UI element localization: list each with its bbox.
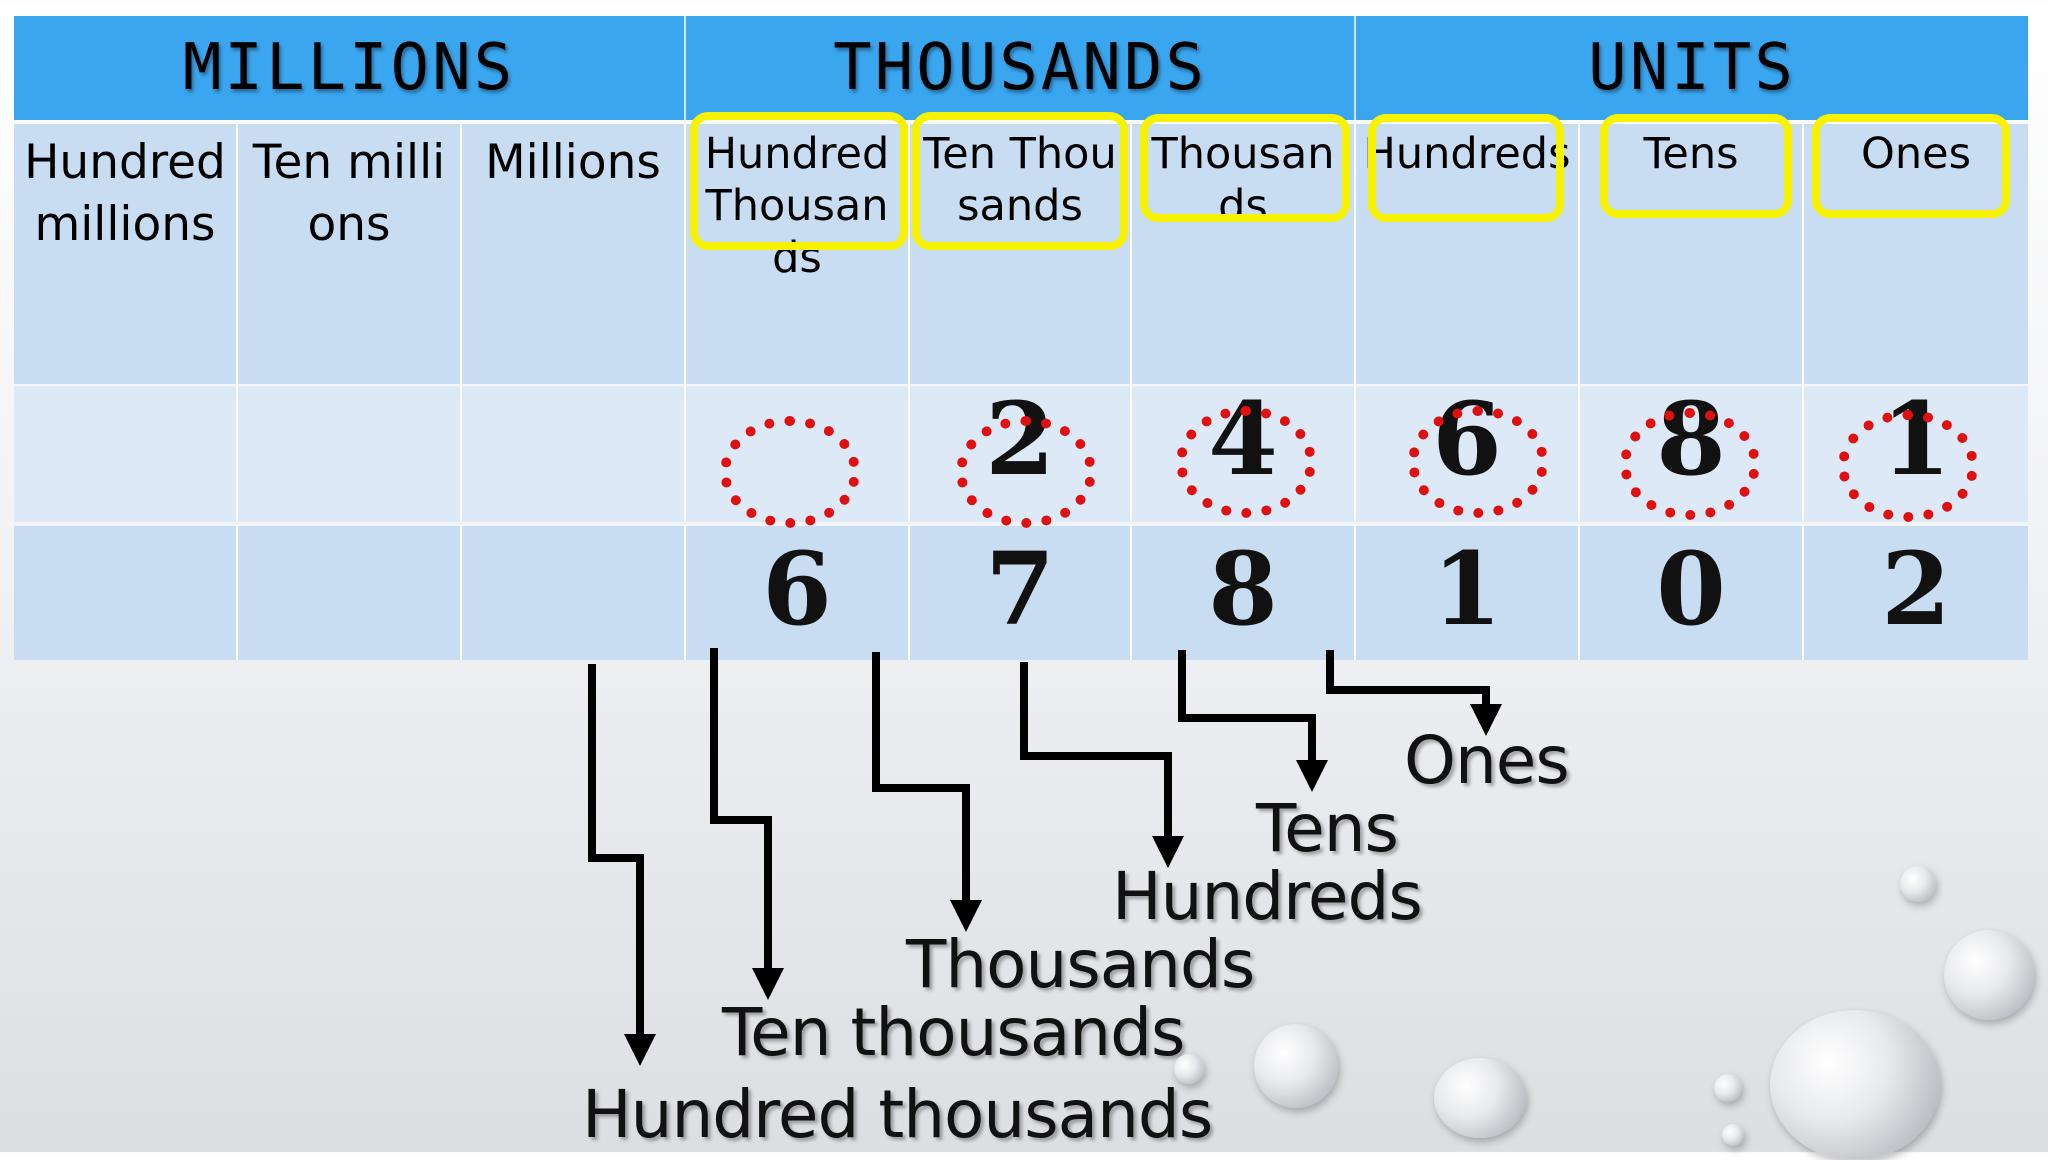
group-label: THOUSANDS <box>833 31 1207 105</box>
group-header-thousands: THOUSANDS <box>686 16 1356 120</box>
label-hundreds: Hundreds <box>1112 858 1423 935</box>
header-text: Millions <box>485 135 661 190</box>
arrow-hundred-thousands <box>588 664 656 1066</box>
digit: 7 <box>985 530 1055 648</box>
group-label: MILLIONS <box>182 31 516 105</box>
group-header-units: UNITS <box>1356 16 2028 120</box>
highlight-box-tens <box>1600 114 1792 218</box>
header-cell-ten-thousands: Ten Thousands <box>910 124 1132 384</box>
water-drop <box>1722 1124 1744 1146</box>
header-text: Hundred millions <box>24 135 226 252</box>
water-drop <box>1944 930 2034 1020</box>
label-thousands: Thousands <box>906 926 1255 1003</box>
highlight-box-ones <box>1812 114 2010 218</box>
label-ones: Ones <box>1404 722 1570 799</box>
digit: 1 <box>1432 530 1502 648</box>
arrow-ones <box>1326 650 1502 736</box>
row2-cell <box>238 526 462 660</box>
header-text: Ten millions <box>252 135 446 252</box>
arrow-hundreds <box>1020 662 1184 868</box>
header-text: Ten Thousands <box>923 129 1117 231</box>
row1-cell <box>462 386 686 522</box>
digit: 0 <box>1656 530 1726 648</box>
row2-cell: 1 <box>1356 526 1580 660</box>
row2-cell <box>462 526 686 660</box>
highlight-box-hundred-thousands <box>690 112 908 250</box>
header-cell-hundreds: Hundreds <box>1356 124 1580 384</box>
header-text: Hundreds <box>1363 129 1571 179</box>
dotted-circle <box>956 416 1096 528</box>
label-tens: Tens <box>1256 790 1399 867</box>
row2-cell: 2 <box>1804 526 2028 660</box>
header-cell-millions: Millions <box>462 124 686 384</box>
label-ten-thousands: Ten thousands <box>722 994 1185 1071</box>
header-text: Ones <box>1861 129 1971 179</box>
label-hundred-thousands: Hundred thousands <box>582 1076 1213 1153</box>
group-header-millions: MILLIONS <box>14 16 686 120</box>
water-drop <box>1770 1010 1940 1160</box>
header-cell-hundred-thousands: Hundred Thousands <box>686 124 910 384</box>
group-label: UNITS <box>1588 31 1796 105</box>
dotted-circle <box>1838 410 1978 522</box>
header-cell-tens: Tens <box>1580 124 1804 384</box>
water-drop <box>1714 1074 1742 1102</box>
dotted-circle <box>720 416 860 528</box>
header-cell-ones: Ones <box>1804 124 2028 384</box>
digit: 6 <box>762 530 832 648</box>
dotted-circle <box>1176 406 1316 518</box>
header-cell-hundred-millions: Hundred millions <box>14 124 238 384</box>
header-cell-thousands: Thousands <box>1132 124 1356 384</box>
row1-cell <box>14 386 238 522</box>
water-drop <box>1900 866 1936 902</box>
digit: 2 <box>1881 530 1951 648</box>
header-text: Hundred Thousands <box>704 129 890 283</box>
row2-cell <box>14 526 238 660</box>
water-drop <box>1434 1058 1526 1138</box>
highlight-box-hundreds <box>1368 114 1564 222</box>
row2-cell: 7 <box>910 526 1132 660</box>
header-cell-ten-millions: Ten millions <box>238 124 462 384</box>
row1-cell <box>238 386 462 522</box>
water-drop <box>1174 1054 1204 1084</box>
dotted-circle <box>1408 406 1548 518</box>
arrow-ten-thousands <box>710 648 784 1000</box>
header-text: Thousands <box>1151 129 1335 231</box>
water-drop <box>1254 1024 1338 1108</box>
arrow-thousands <box>872 652 982 932</box>
highlight-box-thousands <box>1140 114 1350 222</box>
digit: 8 <box>1208 530 1278 648</box>
arrow-tens <box>1178 650 1328 792</box>
highlight-box-ten-thousands <box>912 112 1128 250</box>
header-text: Tens <box>1643 129 1739 179</box>
row2-cell: 0 <box>1580 526 1804 660</box>
dotted-circle <box>1620 408 1760 520</box>
row2-cell: 6 <box>686 526 910 660</box>
row2-cell: 8 <box>1132 526 1356 660</box>
